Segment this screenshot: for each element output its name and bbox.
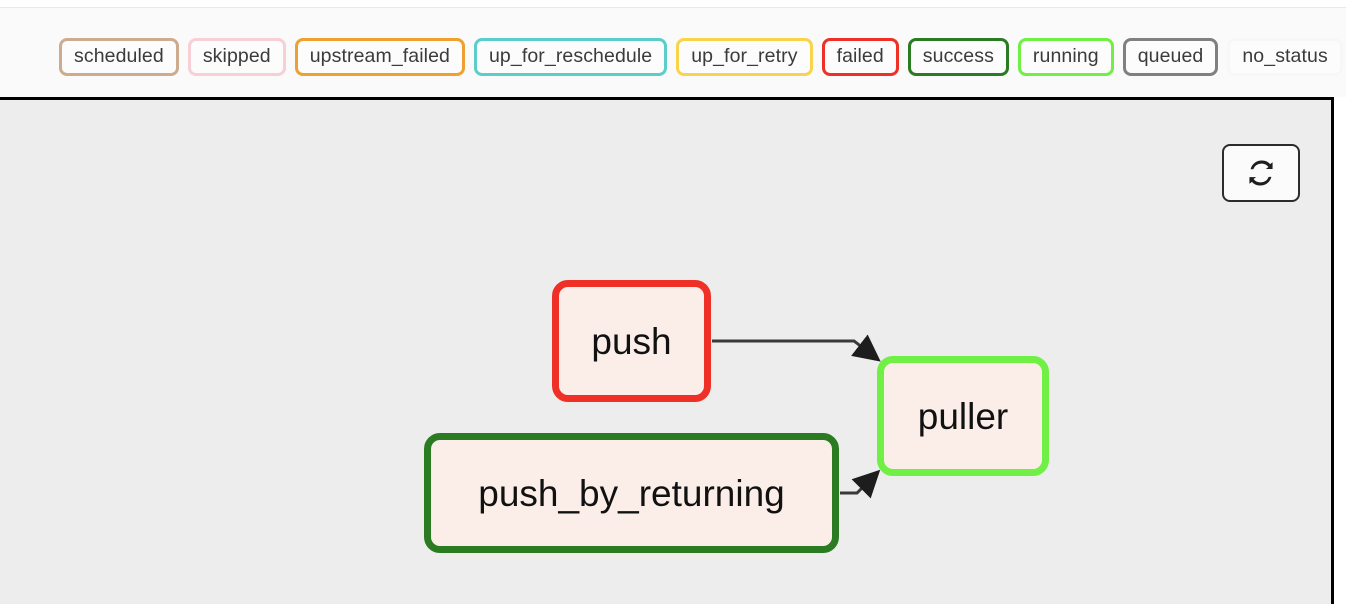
task-node-push[interactable]: push bbox=[552, 280, 711, 402]
legend-label-running: running bbox=[1032, 45, 1099, 68]
legend-label-success: success bbox=[922, 45, 994, 68]
legend-item-failed[interactable]: failed bbox=[821, 38, 899, 76]
task-node-puller[interactable]: puller bbox=[877, 356, 1049, 476]
dag-graph-canvas[interactable]: push push_by_returning puller bbox=[0, 97, 1334, 604]
legend-label-scheduled: scheduled bbox=[74, 45, 164, 68]
legend-item-running[interactable]: running bbox=[1017, 38, 1114, 76]
task-node-label-push: push bbox=[591, 320, 672, 362]
refresh-icon bbox=[1246, 158, 1276, 188]
legend-item-skipped[interactable]: skipped bbox=[187, 38, 286, 76]
legend-item-success[interactable]: success bbox=[907, 38, 1009, 76]
legend-item-queued[interactable]: queued bbox=[1122, 38, 1219, 76]
legend-label-up-for-reschedule: up_for_reschedule bbox=[488, 45, 653, 68]
task-node-label-puller: puller bbox=[917, 395, 1009, 437]
legend-label-up-for-retry: up_for_retry bbox=[691, 45, 798, 68]
graph-edge-push-by-returning-to-puller bbox=[840, 469, 881, 499]
status-legend-bar: scheduled skipped upstream_failed up_for… bbox=[0, 8, 1346, 97]
legend-item-scheduled[interactable]: scheduled bbox=[59, 38, 179, 76]
top-divider bbox=[0, 7, 1346, 8]
legend-label-skipped: skipped bbox=[202, 45, 271, 68]
legend-item-up-for-retry[interactable]: up_for_retry bbox=[676, 38, 813, 76]
legend-label-queued: queued bbox=[1137, 45, 1204, 68]
task-node-label-push-by-returning: push_by_returning bbox=[478, 472, 785, 514]
legend-label-no-status: no_status bbox=[1242, 45, 1328, 68]
legend-item-upstream-failed[interactable]: upstream_failed bbox=[294, 38, 465, 76]
refresh-button[interactable] bbox=[1222, 144, 1300, 202]
graph-edge-push-to-puller bbox=[712, 334, 881, 362]
legend-label-upstream-failed: upstream_failed bbox=[309, 45, 450, 68]
status-legend-list: scheduled skipped upstream_failed up_for… bbox=[59, 38, 1343, 76]
legend-item-no-status[interactable]: no_status bbox=[1227, 38, 1343, 76]
legend-item-up-for-reschedule[interactable]: up_for_reschedule bbox=[473, 38, 668, 76]
task-node-push-by-returning[interactable]: push_by_returning bbox=[424, 433, 839, 553]
legend-label-failed: failed bbox=[836, 45, 884, 68]
